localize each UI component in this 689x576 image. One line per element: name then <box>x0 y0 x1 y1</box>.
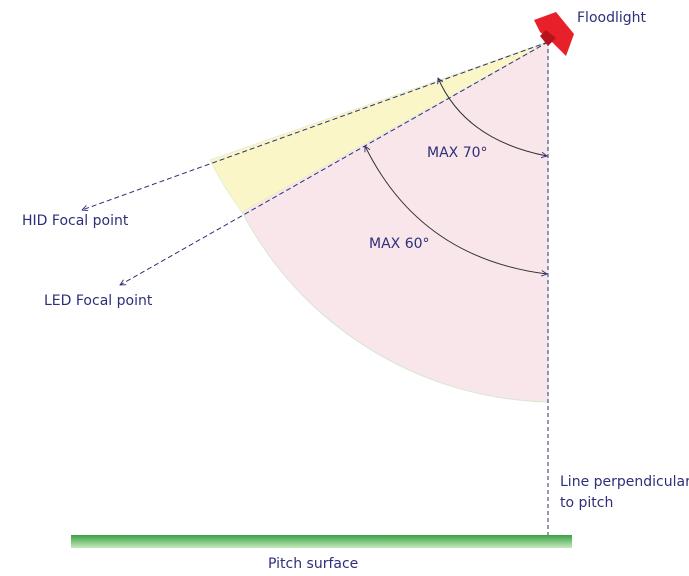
angle-arc-60 <box>365 146 547 274</box>
hid-focal-line <box>82 41 549 210</box>
max70-label: MAX 70° <box>427 145 488 161</box>
max60-label: MAX 60° <box>369 236 430 252</box>
perpendicular-label-line2: to pitch <box>560 495 613 511</box>
perpendicular-label-line1: Line perpendicular <box>560 474 689 490</box>
hid-focal-label: HID Focal point <box>22 213 129 229</box>
pitch-surface <box>71 535 572 548</box>
floodlight-label: Floodlight <box>577 10 646 26</box>
floodlight-icon <box>534 12 574 56</box>
led-focal-label: LED Focal point <box>44 293 153 309</box>
pitch-surface-label: Pitch surface <box>268 556 358 572</box>
